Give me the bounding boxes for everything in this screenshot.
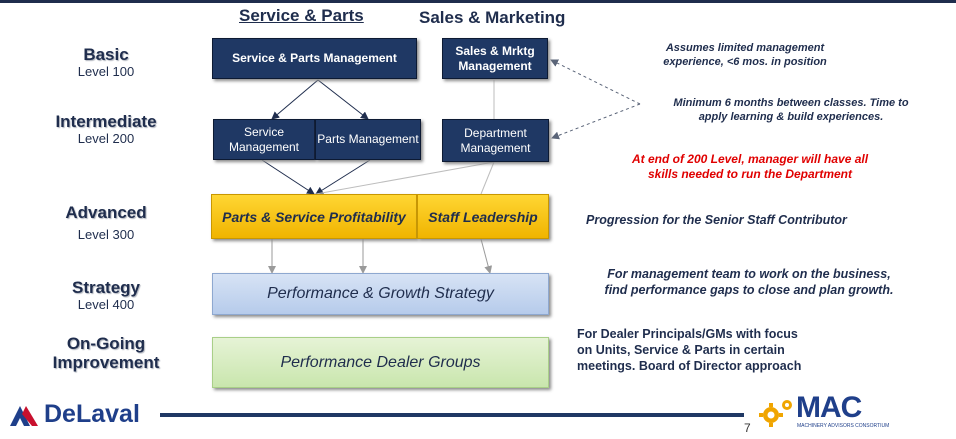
- note-line2: experience, <6 mos. in position: [663, 56, 827, 68]
- level-sub: Level 300: [77, 227, 135, 242]
- delaval-logo: DeLaval: [8, 400, 140, 429]
- note-line1: For management team to work on the busin…: [607, 267, 891, 281]
- level-sub: Level 400: [77, 297, 135, 312]
- arrow-to-service-mgmt: [271, 79, 319, 120]
- column-header-sales-marketing: Sales & Marketing: [419, 8, 566, 27]
- note-line2: find performance gaps to close and plan …: [604, 283, 894, 297]
- mac-wordmark: MAC: [796, 391, 862, 424]
- level-advanced: Advanced Level 300: [46, 203, 166, 243]
- note-assumes: Assumes limited management experience, <…: [640, 41, 850, 69]
- box-line2: Management: [460, 140, 531, 155]
- note-end-200: At end of 200 Level, manager will have a…: [604, 152, 896, 182]
- service-management-box: Service Management: [213, 119, 315, 160]
- dashed-arrow-to-dept: [551, 103, 641, 140]
- note-management-team: For management team to work on the busin…: [584, 266, 914, 298]
- note-line2: on Units, Service & Parts in certain: [577, 343, 785, 357]
- level-title: Basic: [83, 45, 129, 64]
- delaval-wordmark: DeLaval: [44, 400, 140, 428]
- box-line2: Management: [228, 139, 300, 154]
- parts-service-profitability-box: Parts & Service Profitability: [211, 194, 417, 239]
- column-header-service-parts: Service & Parts: [239, 6, 364, 26]
- note-line1: At end of 200 Level, manager will have a…: [631, 152, 869, 166]
- level-title-line1: On-Going: [66, 334, 146, 353]
- level-basic: Basic Level 100: [46, 45, 166, 80]
- sales-mrktg-management-box: Sales & Mrktg Management: [442, 38, 548, 79]
- staff-leadership-box: Staff Leadership: [417, 194, 549, 239]
- level-sub: Level 200: [77, 131, 135, 146]
- delaval-mark-icon: [10, 405, 38, 426]
- box-line1: Department: [464, 125, 527, 140]
- level-title: Advanced: [65, 203, 147, 222]
- note-line2: skills needed to run the Department: [647, 167, 853, 181]
- note-line1: Minimum 6 months between classes. Time t…: [673, 97, 909, 109]
- box-line1: Sales & Mrktg: [455, 43, 535, 58]
- line-dept-to-profit: [315, 161, 495, 195]
- line-dept-to-staff: [480, 161, 495, 195]
- note-minimum: Minimum 6 months between classes. Time t…: [646, 96, 936, 124]
- arrow-down-3: [480, 238, 493, 274]
- header-parts-part: Parts: [321, 6, 364, 25]
- level-title-line2: Improvement: [52, 353, 160, 372]
- note-line1: Assumes limited management: [665, 42, 825, 54]
- performance-dealer-groups-box: Performance Dealer Groups: [212, 337, 549, 388]
- arrow-parts-to-profit: [315, 159, 371, 195]
- parts-management-box: Parts Management: [315, 119, 421, 160]
- note-progression: Progression for the Senior Staff Contrib…: [586, 213, 847, 227]
- mac-subtitle: MACHINERY ADVISORS CONSORTIUM: [797, 423, 890, 429]
- note-line2: apply learning & build experiences.: [698, 111, 884, 123]
- arrow-service-to-profit: [261, 159, 315, 195]
- footer-rule: [160, 413, 744, 417]
- note-dealer-principals: For Dealer Principals/GMs with focus on …: [577, 326, 801, 374]
- top-rule: [0, 0, 956, 3]
- header-service-part: Service &: [239, 6, 322, 25]
- level-ongoing: On-Going Improvement: [36, 334, 176, 372]
- level-intermediate: Intermediate Level 200: [46, 112, 166, 147]
- dashed-arrow-to-sales: [550, 59, 641, 105]
- note-line1: For Dealer Principals/GMs with focus: [577, 327, 798, 341]
- service-parts-management-box: Service & Parts Management: [212, 38, 417, 79]
- note-line3: meetings. Board of Director approach: [577, 359, 802, 373]
- gear-icon: [759, 400, 792, 427]
- level-title: Strategy: [71, 278, 141, 297]
- page-number: 7: [744, 421, 751, 435]
- level-sub: Level 100: [77, 64, 135, 79]
- department-management-box: Department Management: [442, 119, 549, 162]
- box-line1: Service: [243, 124, 284, 139]
- arrow-to-parts-mgmt: [317, 79, 369, 120]
- level-title: Intermediate: [55, 112, 157, 131]
- level-strategy: Strategy Level 400: [46, 278, 166, 313]
- performance-growth-strategy-box: Performance & Growth Strategy: [212, 273, 549, 315]
- box-line2: Management: [458, 58, 532, 73]
